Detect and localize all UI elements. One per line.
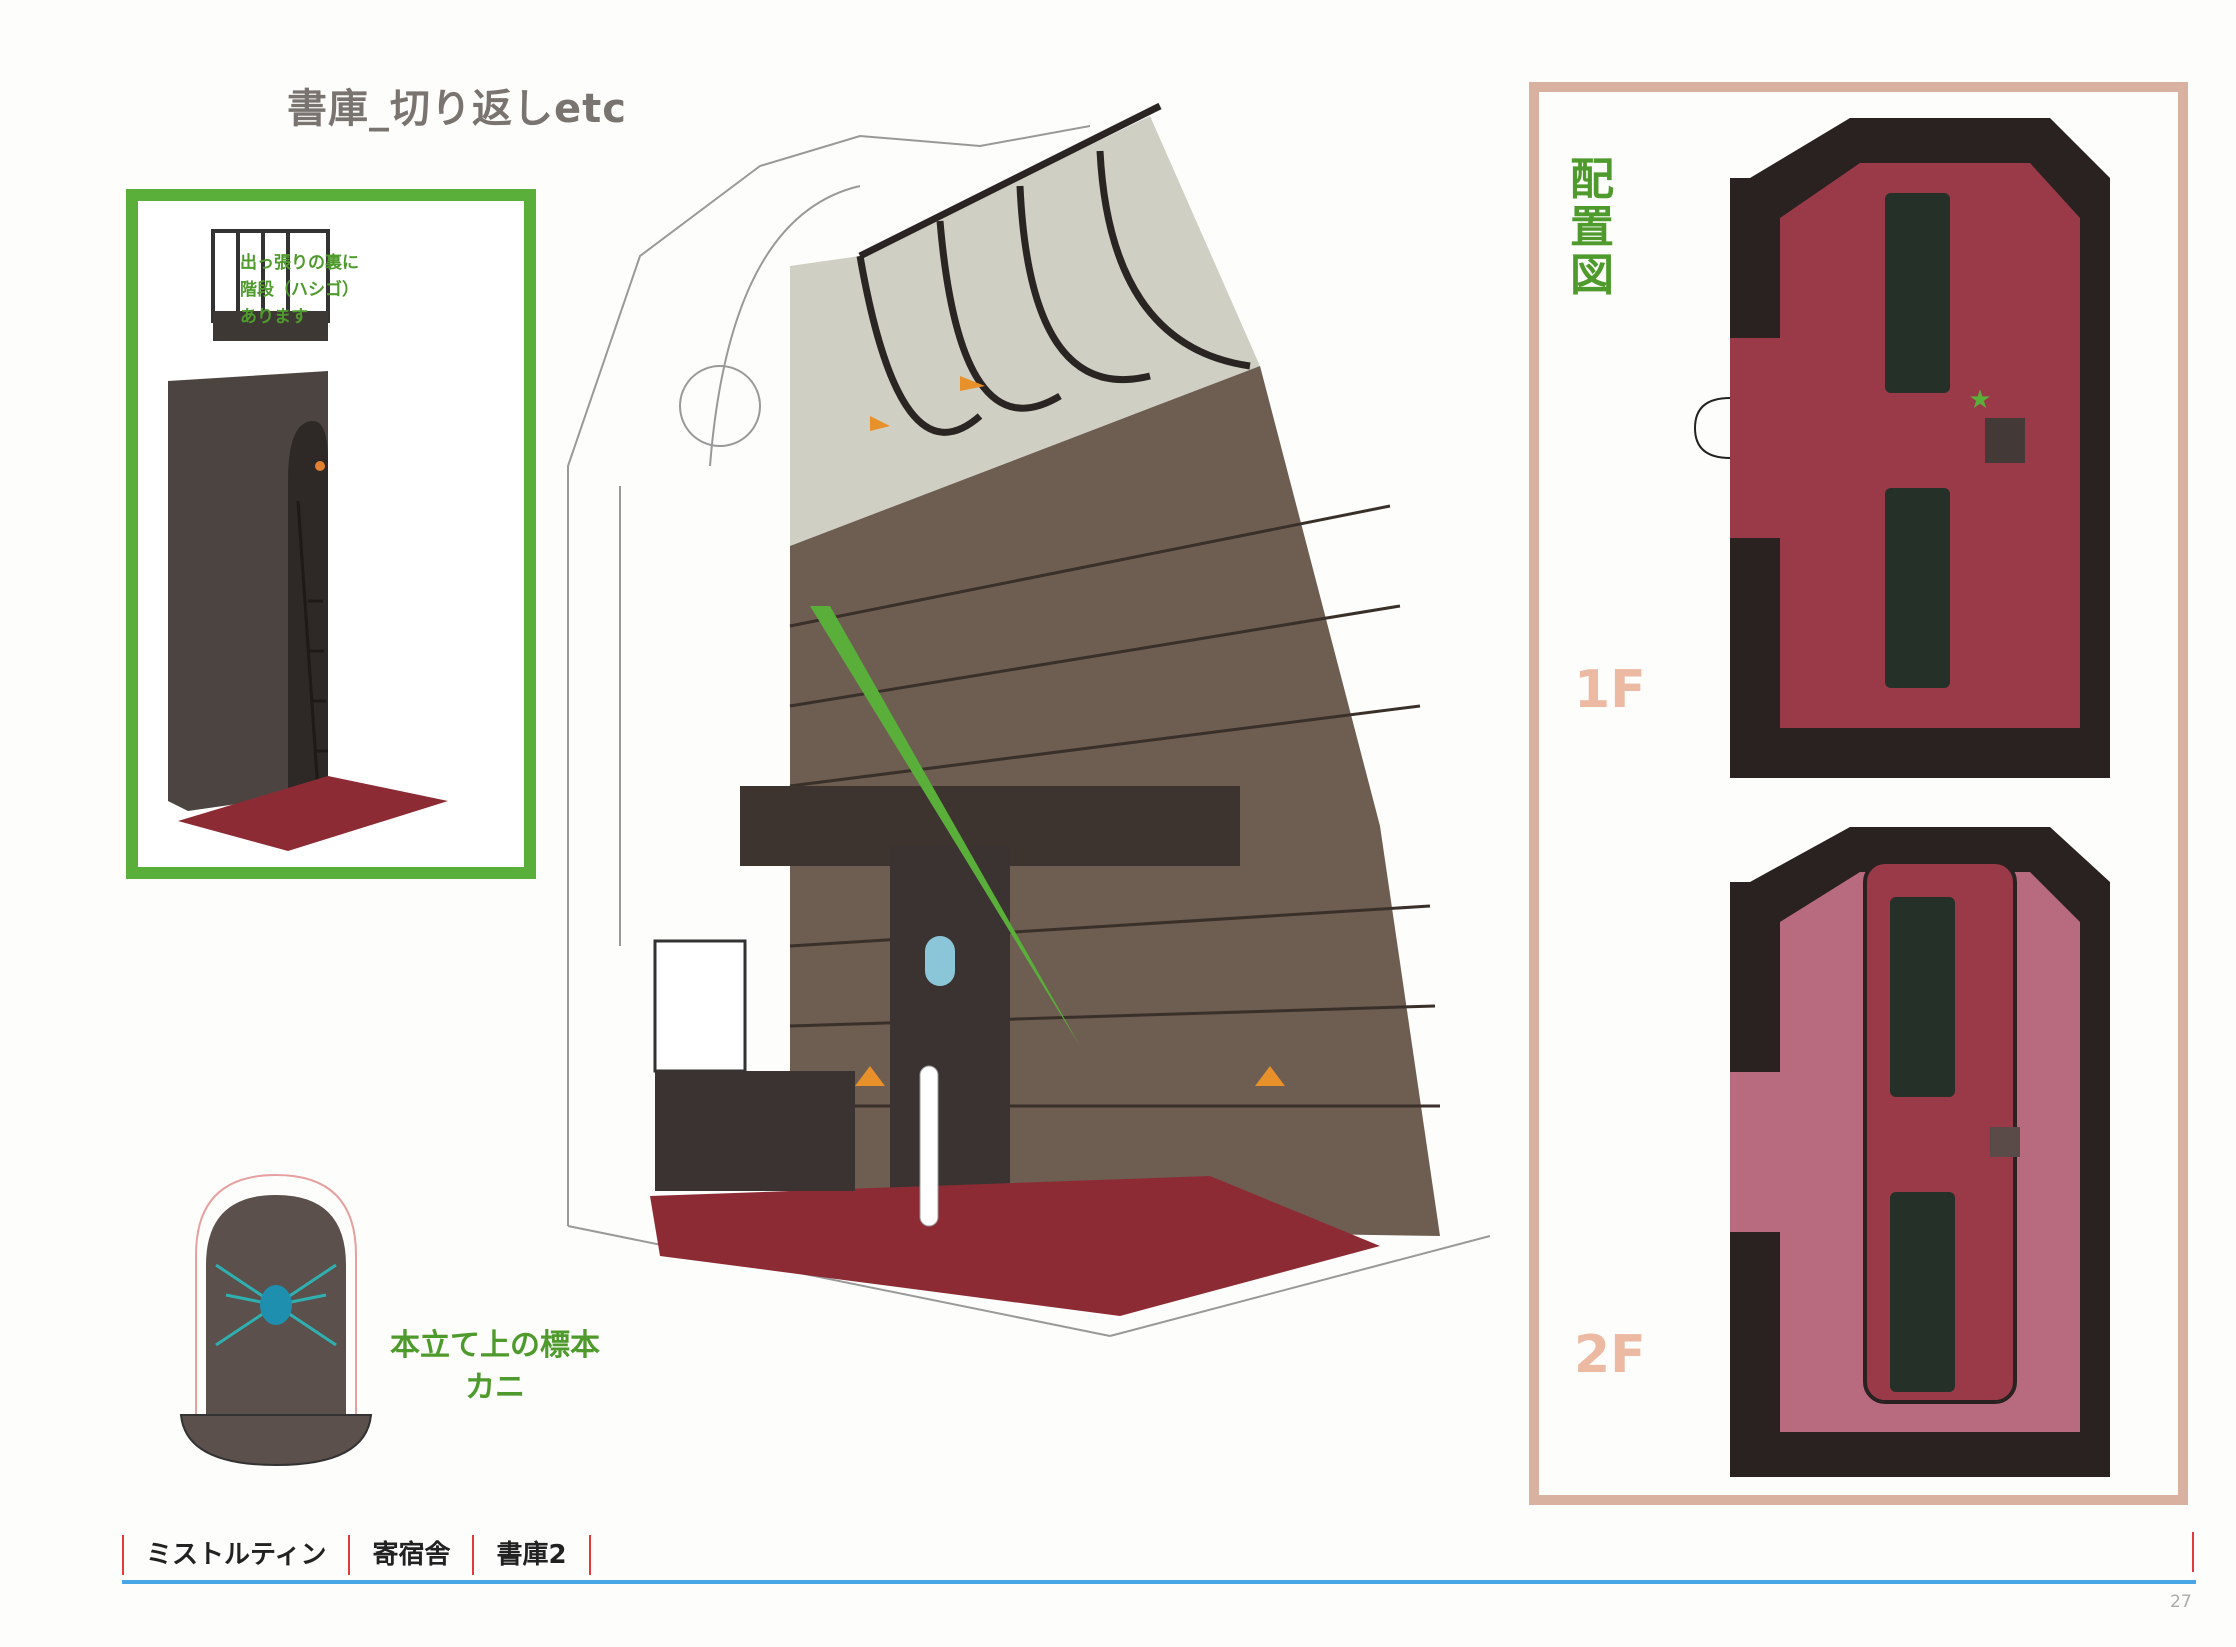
breadcrumb-item: ミストルティン <box>122 1535 348 1575</box>
breadcrumb: ミストルティン 寄宿舎 書庫2 <box>122 1532 591 1578</box>
footer-end-marker <box>2192 1532 2194 1572</box>
library-interior-illustration <box>567 102 1491 1337</box>
crab-specimen-illustration <box>179 1173 373 1467</box>
note-line: 出っ張りの裏に <box>240 253 359 273</box>
specimen-label-line: カニ <box>465 1370 525 1405</box>
inset-closeup-frame <box>126 189 536 879</box>
bookshelf-ladder-illustration <box>168 229 448 851</box>
layout-plan-title: 配置図 <box>1570 154 1614 301</box>
floor-plan-1f: ★ <box>1694 118 2110 778</box>
svg-text:★: ★ <box>1968 385 1991 415</box>
note-line: あります <box>240 307 308 327</box>
page-title: 書庫_切り返しetc <box>287 86 627 132</box>
note-line: 階段（ハシゴ） <box>240 280 359 300</box>
breadcrumb-item: 書庫2 <box>472 1535 591 1575</box>
specimen-label-line: 本立て上の標本 <box>390 1328 600 1363</box>
floor-label-1f: 1F <box>1574 660 1646 720</box>
layout-plan-frame <box>1529 82 2188 1505</box>
specimen-label: 本立て上の標本 カニ <box>390 1325 600 1409</box>
breadcrumb-item: 寄宿舎 <box>348 1535 472 1575</box>
footer-rule <box>122 1580 2196 1584</box>
floor-plan-2f <box>1730 827 2110 1477</box>
floor-label-2f: 2F <box>1574 1325 1646 1385</box>
inset-note: 出っ張りの裏に 階段（ハシゴ） あります <box>240 250 359 331</box>
page-number: 27 <box>2170 1592 2192 1612</box>
